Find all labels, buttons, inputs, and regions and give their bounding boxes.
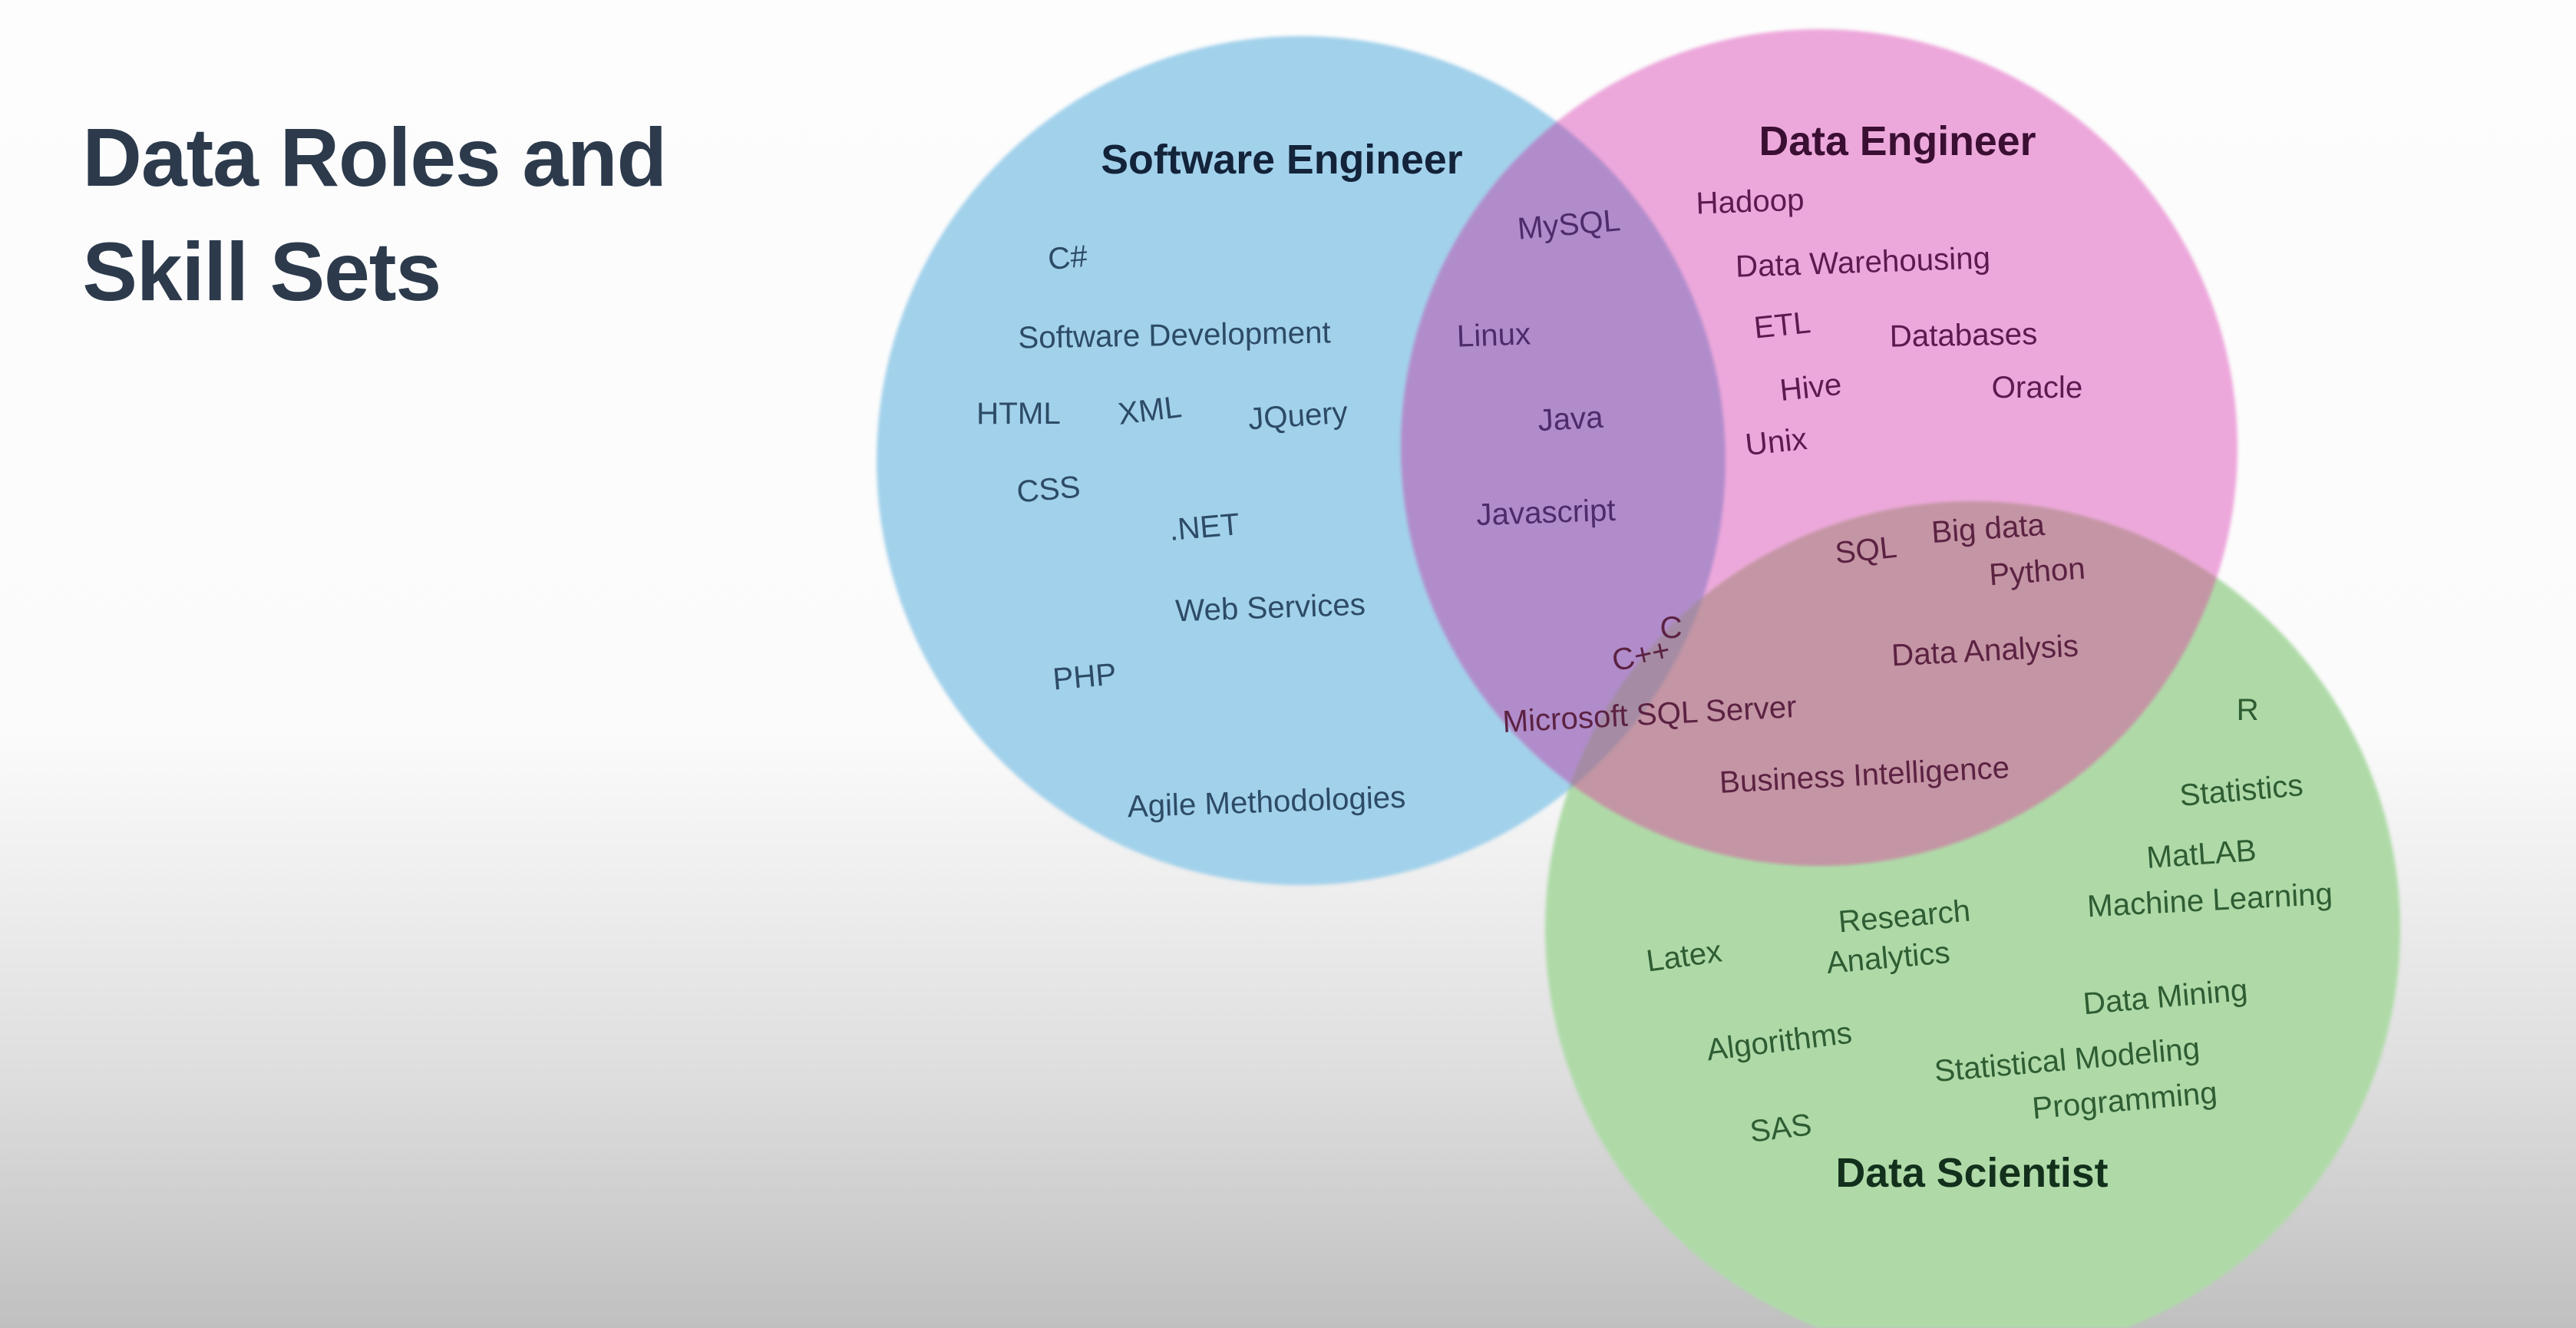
skill-label: Software Development xyxy=(1017,315,1332,355)
skill-label: C# xyxy=(1046,238,1089,277)
skill-label: PHP xyxy=(1051,656,1118,697)
page-title-line2: Skill Sets xyxy=(82,225,441,318)
skill-label: Python xyxy=(1987,550,2086,593)
skill-label: Unix xyxy=(1743,421,1809,463)
skill-label: R xyxy=(2236,692,2259,728)
circle-title-data-scientist: Data Scientist xyxy=(1835,1149,2109,1196)
skill-label: SQL xyxy=(1833,529,1899,571)
skill-label: C xyxy=(1660,609,1683,645)
skill-label: HTML xyxy=(976,396,1061,431)
skill-label: Java xyxy=(1537,399,1604,438)
page-title-line1: Data Roles and xyxy=(82,111,667,204)
skill-label: CSS xyxy=(1015,469,1082,510)
skill-label: Oracle xyxy=(1991,369,2083,405)
skill-label: .NET xyxy=(1167,507,1241,547)
skill-label: Web Services xyxy=(1174,586,1366,629)
skill-label: Databases xyxy=(1889,316,2038,354)
skill-label: SAS xyxy=(1748,1107,1814,1149)
circle-title-data-engineer: Data Engineer xyxy=(1759,118,2036,165)
skill-label: Javascript xyxy=(1475,492,1617,533)
skill-label: Hadoop xyxy=(1695,182,1805,221)
circle-title-software-engineer: Software Engineer xyxy=(1101,136,1463,183)
skill-label: Linux xyxy=(1456,316,1532,354)
skill-label: JQuery xyxy=(1247,395,1349,437)
software-data-engineer-overlap xyxy=(1401,36,1726,867)
skill-label: ETL xyxy=(1752,305,1813,345)
skill-label: Hive xyxy=(1778,366,1844,408)
page-title: Data Roles and Skill Sets xyxy=(82,101,667,328)
